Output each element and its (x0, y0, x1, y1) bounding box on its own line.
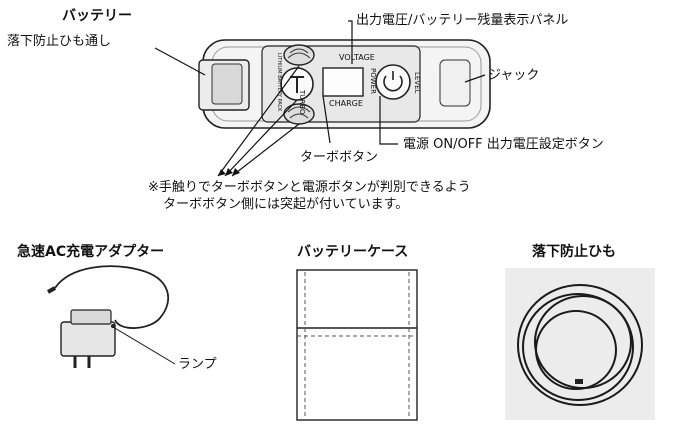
case-title: バッテリーケース (297, 244, 409, 260)
callout-lamp-line (112, 326, 176, 365)
adapter-cable (54, 265, 170, 329)
adapter-lamp-label: ランプ (178, 357, 217, 372)
callout-bump-line-2 (224, 99, 298, 177)
callout-lines (154, 20, 486, 177)
note-line-1: ※手触りでターボボタンと電源ボタンが判別できるよう (148, 180, 471, 195)
battery-title: バッテリー (62, 8, 132, 24)
adapter-title: 急速AC充電アダプター (17, 244, 165, 260)
adapter-top (70, 309, 112, 325)
callout-power-line (379, 96, 398, 145)
device-voltage-label: VOLTAGE (339, 53, 375, 62)
note-line-2: ターボボタン側には突起が付いています。 (163, 197, 409, 212)
jack-label: ジャック (488, 68, 540, 83)
turbo-button-symbol (290, 76, 304, 93)
device-turbo-label: TURBO (298, 90, 306, 115)
battery-device (198, 39, 491, 129)
battery-case-drawing (296, 269, 418, 421)
lanyard-photo (505, 268, 655, 420)
display-panel-label: 出力電圧/バッテリー残量表示パネル (356, 13, 569, 28)
callout-display-line (348, 20, 353, 64)
strap-title: 落下防止ひも (532, 244, 616, 260)
lanyard-loop-4 (535, 310, 617, 390)
turbo-bump-top-ridges (287, 48, 311, 59)
adapter-plug-tip (47, 286, 56, 294)
power-button-label: 電源 ON/OFF 出力電圧設定ボタン (403, 137, 604, 152)
power-icon (383, 75, 403, 92)
turbo-button-label: ターボボタン (300, 150, 379, 165)
turbo-bump-bottom-ridges (287, 106, 311, 119)
device-charge-label: CHARGE (329, 99, 363, 108)
strap-through-label: 落下防止ひも通し (7, 34, 112, 49)
power-button (375, 64, 411, 100)
device-level-label: LEVEL (413, 72, 421, 94)
adapter-body (60, 321, 116, 357)
device-battery-pack-label: LITHIUM BATTERY PACK (276, 53, 282, 112)
case-outline (296, 269, 418, 421)
callout-bump-line-1 (217, 65, 300, 177)
device-power-label: POWER (369, 68, 377, 94)
callout-turbo-line (322, 95, 331, 144)
turbo-bump-top (283, 44, 315, 66)
jack (439, 59, 471, 107)
callout-jack-line (464, 74, 486, 83)
ac-adapter-drawing (47, 265, 176, 368)
callout-bump-line-3 (231, 123, 300, 177)
lanyard-loop-2 (522, 293, 634, 401)
adapter-prongs (73, 356, 91, 368)
adapter-lamp (111, 324, 115, 328)
display-panel (322, 67, 364, 97)
strap-loop-hole (211, 63, 243, 105)
callout-strap-line (154, 47, 206, 76)
case-stitching (297, 272, 417, 418)
callout-arrowheads (218, 168, 240, 176)
lanyard-loop-1 (517, 284, 643, 406)
lanyard-clip (575, 379, 583, 384)
